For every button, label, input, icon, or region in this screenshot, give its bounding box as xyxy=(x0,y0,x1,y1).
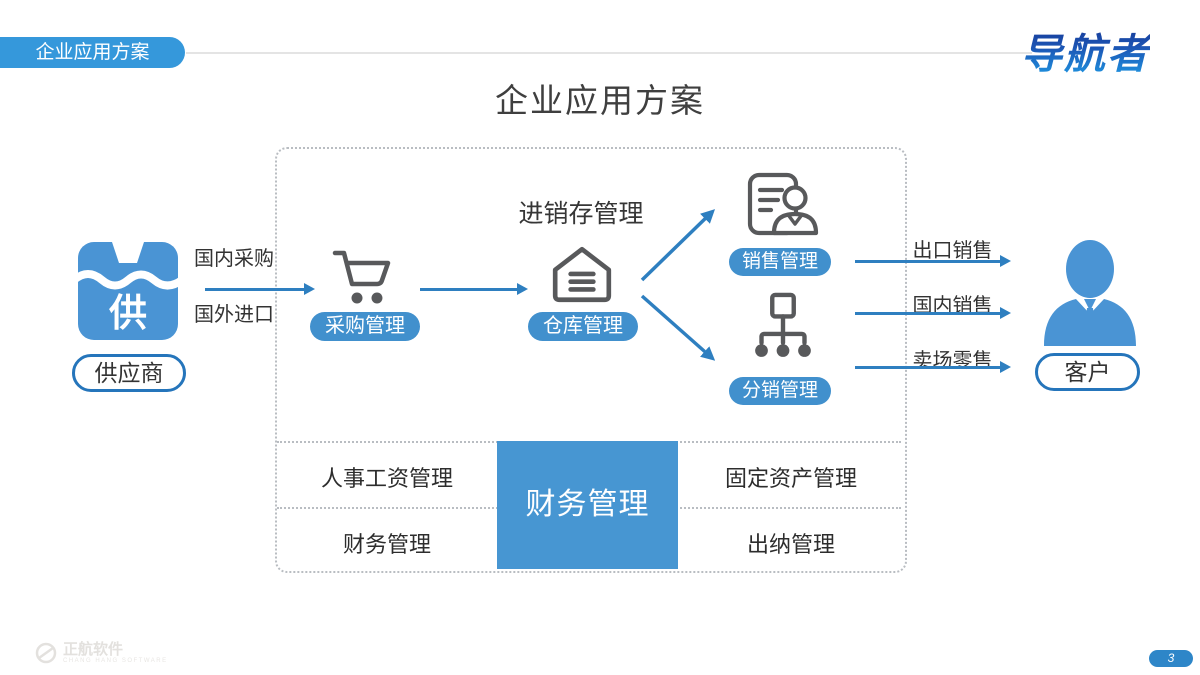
section-title-inventory: 进销存管理 xyxy=(518,200,644,228)
watermark: 正航软件 CHANG HANG SOFTWARE xyxy=(34,641,168,665)
customer-label: 客户 xyxy=(1035,353,1140,391)
watermark-en-text: CHANG HANG SOFTWARE xyxy=(63,657,168,664)
watermark-logo-icon xyxy=(35,642,57,664)
flow-label-foreign-import: 国外进口 xyxy=(194,304,274,326)
distribution-management-pill: 分销管理 xyxy=(729,377,831,405)
purchase-management-pill: 采购管理 xyxy=(310,312,420,341)
svg-text:供: 供 xyxy=(109,293,147,335)
watermark-cn-text: 正航软件 xyxy=(63,640,124,658)
flow-label-export-sales: 出口销售 xyxy=(912,240,993,262)
finance-management-box: 财务管理 xyxy=(497,441,678,569)
arrow-retail-sales xyxy=(855,361,1011,373)
shopping-cart-icon xyxy=(332,250,391,304)
arrow-warehouse-to-sales xyxy=(640,209,716,282)
grid-cell-fixed-assets: 固定资产管理 xyxy=(724,466,857,491)
customer-document-icon xyxy=(747,172,819,236)
flow-label-domestic-purchase: 国内采购 xyxy=(194,248,274,270)
warehouse-house-icon xyxy=(552,246,612,303)
grid-cell-hr-payroll: 人事工资管理 xyxy=(320,466,453,491)
arrow-supplier-to-purchase xyxy=(205,283,315,295)
arrow-domestic-sales xyxy=(855,307,1011,319)
warehouse-management-pill: 仓库管理 xyxy=(528,312,638,341)
sales-management-pill: 销售管理 xyxy=(729,248,831,276)
header-tab: 企业应用方案 xyxy=(0,37,185,68)
supplier-label: 供应商 xyxy=(72,354,186,392)
flow-label-domestic-sales: 国内销售 xyxy=(912,295,993,317)
process-boundary-box xyxy=(275,147,907,573)
org-chart-icon xyxy=(755,292,811,357)
brand-logo: 导航者 xyxy=(1021,20,1150,80)
grid-cell-cashier: 出纳管理 xyxy=(746,532,835,557)
arrow-warehouse-to-distribution xyxy=(640,294,716,361)
grid-cell-finance: 财务管理 xyxy=(342,532,431,557)
page-number-badge: 3 xyxy=(1149,650,1193,667)
arrow-purchase-to-warehouse xyxy=(420,283,528,295)
page-title: 企业应用方案 xyxy=(495,82,705,119)
person-icon xyxy=(1044,240,1136,346)
arrow-export-sales xyxy=(855,255,1011,267)
header-divider-line xyxy=(186,52,1032,54)
storefront-icon: 供 xyxy=(72,242,184,340)
